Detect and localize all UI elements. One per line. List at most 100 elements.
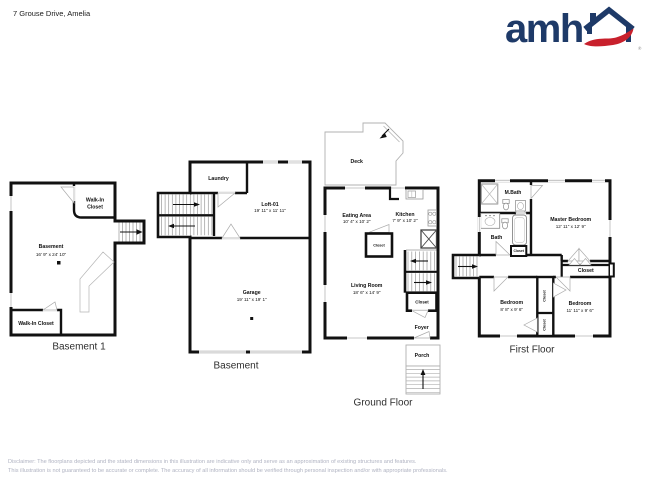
room-label-garage: Garage — [242, 289, 261, 296]
room-label-mbath: M.Bath — [504, 189, 522, 196]
registered-mark: ® — [638, 46, 642, 51]
room-label-closet-bath: Closet — [513, 249, 524, 254]
stairs-down — [161, 216, 213, 236]
closet-strip — [523, 275, 567, 338]
arrow-left-icon — [410, 258, 428, 264]
door-swing — [523, 317, 538, 333]
window — [323, 215, 327, 232]
bathtub — [512, 214, 527, 246]
closet-foyer — [405, 291, 438, 318]
room-label-bedroom-left: Bedroom — [500, 300, 524, 307]
garage-door — [199, 350, 246, 354]
floorplan-ground: Deck Eating Area 10' 4" x 10' 2" Kitchen… — [322, 120, 462, 405]
room-dims-basement: 16' 9" x 24' 10" — [35, 251, 67, 257]
stair-opening — [477, 256, 482, 277]
support-post — [57, 261, 61, 265]
arrow-right-icon — [120, 229, 143, 235]
refrigerator — [420, 229, 438, 249]
amh-logo-text: amh — [505, 7, 584, 51]
arrow-left-icon — [168, 223, 195, 229]
support-post — [250, 317, 254, 320]
outer-walls — [188, 160, 312, 354]
house-icon — [583, 6, 635, 47]
slider-door — [345, 186, 365, 190]
window — [548, 179, 565, 183]
room-label-walkin-closet-top: Walk-In Closet — [85, 197, 105, 211]
room-dims-bedroom-left: 8' 8" x 9' 6" — [500, 307, 524, 313]
amh-logo: amh ® — [505, 6, 645, 56]
outer-walls — [477, 179, 612, 338]
room-label-closet-v2: Closet — [542, 318, 547, 331]
stairs-down — [407, 273, 435, 292]
arrow-right-icon — [414, 280, 432, 285]
room-dims-loft: 19' 11" x 11' 11" — [254, 208, 286, 214]
window — [592, 179, 605, 183]
basement-1-drawing — [9, 181, 146, 337]
window — [608, 220, 612, 237]
room-label-laundry: Laundry — [208, 175, 229, 182]
address-title: 7 Grouse Drive, Amelia — [13, 9, 91, 18]
room-label-living-room: Living Room — [350, 282, 383, 289]
floorplan-first: M.Bath Bath Closet Master Bedroom 12' 11… — [450, 175, 645, 350]
arrow-down-left-icon — [379, 128, 390, 139]
arrow-right-icon — [173, 202, 200, 207]
door-swing — [41, 301, 58, 311]
door-swing — [552, 282, 567, 298]
window — [263, 160, 278, 164]
stairs-up — [407, 251, 435, 271]
stairs-up — [161, 194, 213, 214]
window — [288, 160, 302, 164]
toilet — [501, 218, 509, 230]
walkin-closet-walls — [72, 183, 115, 219]
closet-bump — [610, 262, 615, 278]
arrow-up-icon — [420, 369, 426, 389]
room-dims-garage: 19' 11" x 19' 1" — [236, 297, 267, 303]
ground-floor-drawing — [323, 122, 441, 395]
deck-door-opening — [390, 186, 405, 190]
floor-label-basement: Basement — [213, 360, 259, 372]
disclaimer-line-2: This illustration is not guaranteed to b… — [8, 467, 448, 474]
window — [9, 293, 13, 307]
door-swing — [493, 276, 509, 292]
room-label-basement: Basement — [38, 243, 64, 250]
door-swing — [413, 330, 431, 339]
sink — [480, 212, 501, 229]
room-dims-master-bedroom: 12' 11" x 12' 9" — [555, 223, 586, 229]
kitchen-wall-stub — [388, 186, 399, 201]
door-swing — [530, 185, 544, 200]
door-swing — [568, 258, 581, 266]
door-swing — [579, 258, 592, 266]
room-dims-bedroom-right: 11' 11" x 9' 6" — [566, 307, 594, 313]
room-label-closet-mid: Closet — [373, 243, 385, 248]
room-dims-living-room: 18' 6" x 14' 9" — [352, 289, 381, 295]
door-swing — [217, 192, 236, 208]
stove — [427, 209, 437, 227]
closet-bath-walls — [510, 245, 528, 257]
front-door — [413, 330, 431, 340]
door-swing — [495, 240, 511, 256]
door-swing — [60, 186, 75, 204]
deck-outline — [324, 122, 404, 186]
outer-walls — [9, 181, 146, 337]
arrow-right-icon — [458, 264, 478, 269]
floorplan-basement-1: Walk-In Closet Basement 16' 9" x 24' 10"… — [8, 178, 153, 350]
hall-top-walls — [479, 253, 610, 263]
floor-label-ground-floor: Ground Floor — [353, 397, 413, 409]
closet-mid — [364, 223, 394, 258]
shower — [480, 183, 499, 205]
room-dims-kitchen: 7' 9" x 10' 2" — [392, 218, 418, 224]
floor-label-first-floor: First Floor — [509, 344, 555, 356]
stairs — [455, 256, 478, 277]
room-label-porch: Porch — [414, 352, 430, 359]
window — [347, 336, 367, 340]
porch-steps — [405, 365, 441, 395]
room-label-bedroom-right: Bedroom — [568, 300, 592, 307]
toilet — [502, 199, 510, 211]
window — [477, 217, 481, 232]
room-label-walkin-closet-bottom: Walk-In Closet — [18, 320, 54, 327]
room-label-bath: Bath — [490, 234, 503, 241]
stairs — [118, 222, 143, 242]
room-label-master-bedroom: Master Bedroom — [550, 216, 592, 223]
stair-soffit-outline — [79, 251, 115, 313]
